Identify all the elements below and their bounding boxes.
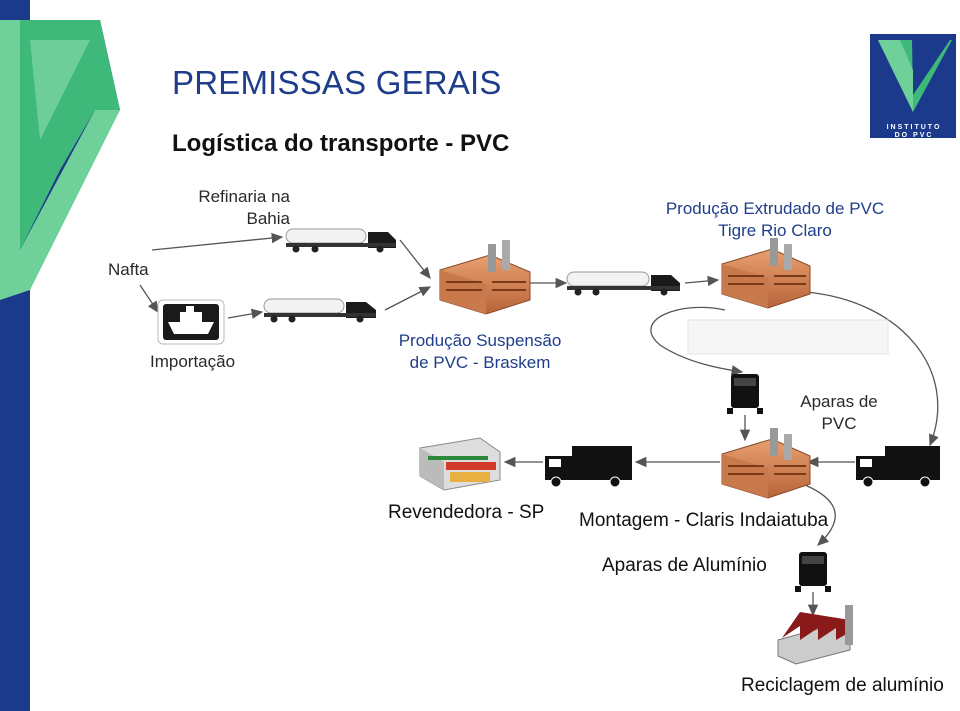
tanker-truck-icon bbox=[566, 271, 680, 296]
slide-subtitle: Logística do transporte - PVC bbox=[172, 130, 510, 157]
node-reciclagem: Reciclagem de alumínio bbox=[741, 675, 944, 696]
node-braskem: Produção Suspensão de PVC - Braskem bbox=[380, 330, 580, 374]
factory-icon bbox=[721, 428, 811, 499]
node-refinaria: Refinaria na Bahia bbox=[175, 186, 290, 230]
node-tigre-line1: Produção Extrudado de PVC bbox=[665, 199, 885, 218]
store-icon bbox=[419, 437, 501, 491]
factory-icon bbox=[721, 238, 811, 309]
instituto-do-pvc-logo bbox=[870, 34, 956, 138]
slide-title: PREMISSAS GERAIS bbox=[172, 64, 502, 101]
placeholder-strip bbox=[687, 319, 889, 355]
logo-text: INSTITUTO DO PVC bbox=[872, 124, 956, 140]
box-truck-icon bbox=[856, 446, 940, 488]
logo-text-line2: DO PVC bbox=[894, 132, 934, 139]
node-braskem-line1: Produção Suspensão bbox=[398, 331, 562, 350]
node-revendedora: Revendedora - SP bbox=[388, 502, 545, 523]
node-importacao: Importação bbox=[150, 352, 236, 371]
ship-icon bbox=[157, 299, 225, 345]
container-truck-front-icon bbox=[795, 552, 831, 592]
node-tigre-line2: Tigre Rio Claro bbox=[718, 221, 832, 240]
flow-arrows bbox=[139, 232, 939, 617]
node-braskem-line2: de PVC - Braskem bbox=[409, 353, 551, 372]
container-truck-front-icon bbox=[727, 374, 763, 414]
node-tigre: Produção Extrudado de PVC Tigre Rio Clar… bbox=[640, 198, 910, 242]
logo-text-line1: INSTITUTO bbox=[886, 124, 942, 131]
node-aparas-pvc-line1: Aparas de bbox=[800, 392, 878, 411]
tanker-truck-icon bbox=[285, 228, 396, 253]
node-nafta: Nafta bbox=[108, 260, 149, 279]
box-truck-icon bbox=[545, 446, 632, 488]
node-refinaria-line2: Bahia bbox=[246, 209, 290, 228]
node-refinaria-line1: Refinaria na bbox=[198, 187, 290, 206]
node-aparas-pvc: Aparas de PVC bbox=[785, 391, 893, 435]
tanker-truck-icon bbox=[263, 298, 376, 323]
node-aparas-pvc-line2: PVC bbox=[821, 414, 857, 433]
left-decoration bbox=[0, 0, 120, 711]
recycling-plant-icon bbox=[777, 605, 853, 665]
node-montagem: Montagem - Claris Indaiatuba bbox=[579, 510, 829, 531]
node-aparas-aluminio: Aparas de Alumínio bbox=[602, 555, 767, 576]
factory-icon bbox=[439, 240, 531, 315]
